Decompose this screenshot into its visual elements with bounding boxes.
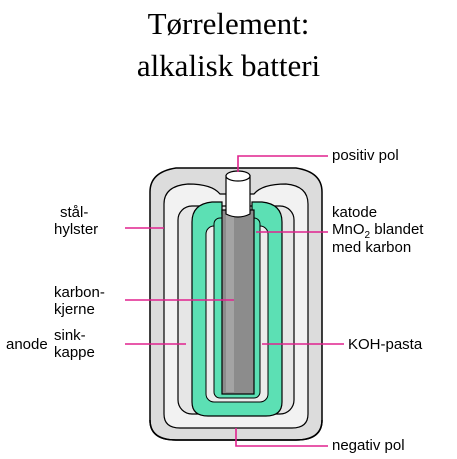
label-positiv-pol: positiv pol	[332, 147, 399, 164]
label-katode-sub: 2	[364, 230, 371, 241]
carbon-core-highlight	[226, 212, 234, 392]
label-katode-3: med karbon	[332, 239, 412, 256]
positive-terminal-top	[225, 170, 251, 182]
label-staal-2: hylster	[54, 221, 99, 238]
label-karbon-2: kjerne	[54, 301, 95, 318]
label-koh-pasta: KOH-pasta	[348, 336, 423, 353]
label-karbon-1: karbon-	[54, 284, 105, 301]
label-staal-1: stål-	[60, 204, 89, 221]
positive-terminal	[225, 175, 251, 218]
label-katode-1: katode	[332, 204, 378, 221]
leader-negativ-pol	[235, 428, 328, 447]
label-negativ-pol: negativ pol	[332, 437, 405, 454]
label-katode-blandet: blandet	[370, 221, 424, 238]
label-sink-2: kappe	[54, 344, 95, 361]
label-sink-1: sink-	[54, 327, 86, 344]
title-line-2: alkalisk batteri	[136, 48, 321, 83]
label-anode: anode	[6, 336, 48, 353]
leader-positiv-pol	[237, 155, 328, 172]
label-katode-mno: MnO	[332, 221, 365, 238]
title-line-1: Tørrelement:	[147, 6, 310, 41]
label-katode-2: MnO2 blandet	[332, 221, 423, 244]
